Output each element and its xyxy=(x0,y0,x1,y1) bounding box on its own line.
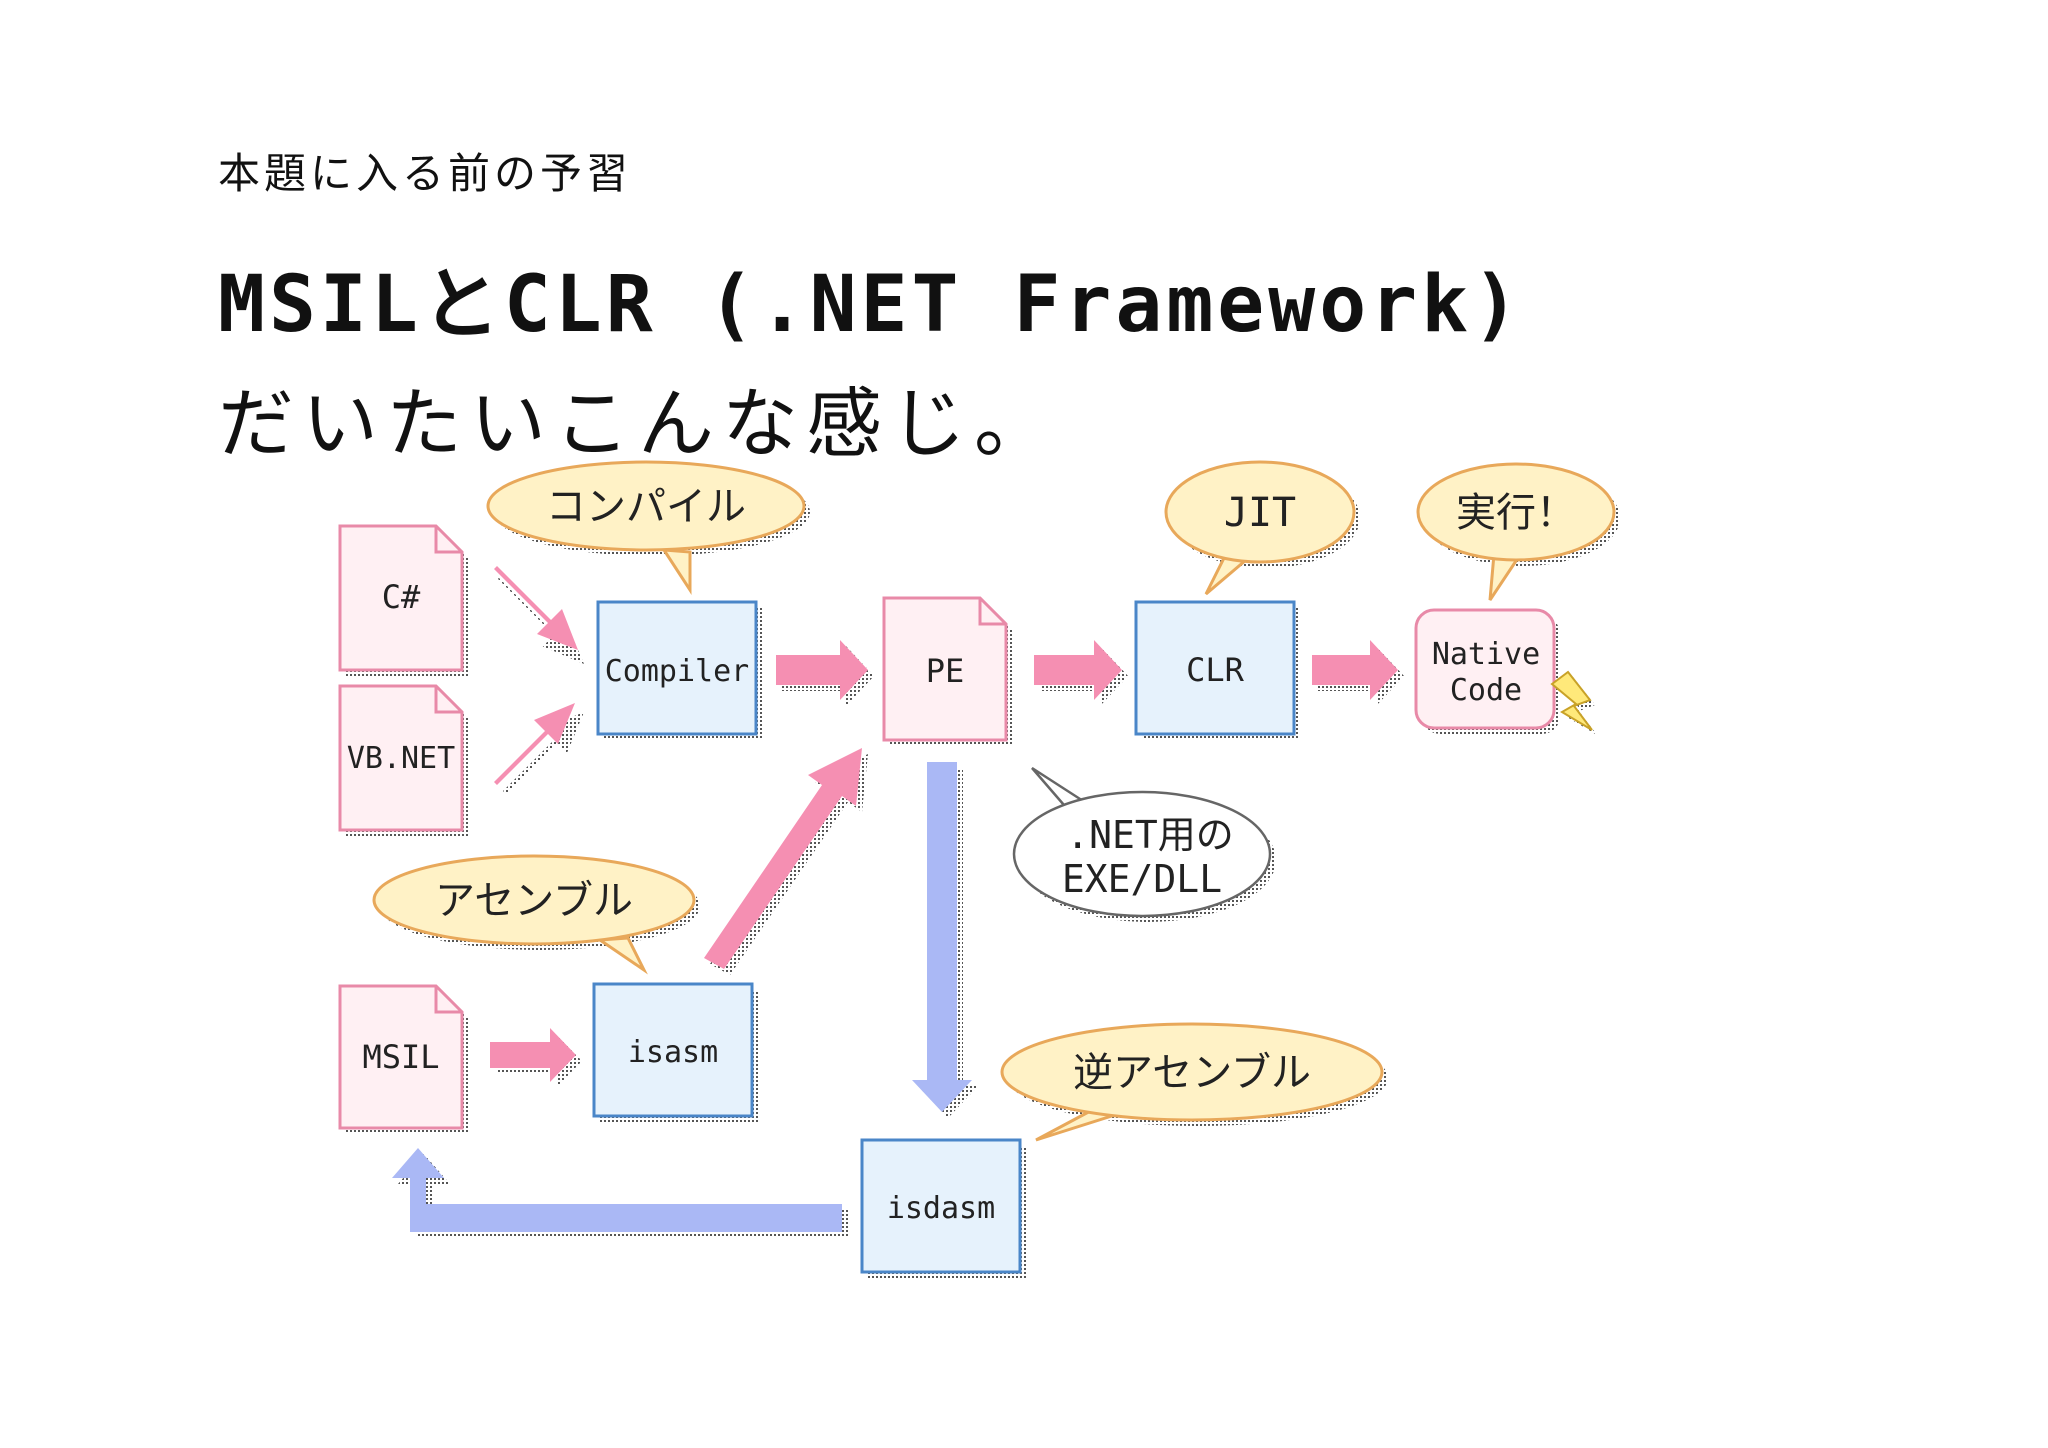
bubble-run: 実行！ xyxy=(1416,462,1620,601)
lightning-bolt-icon xyxy=(1550,670,1597,735)
box-isdasm: isdasm xyxy=(860,1138,1026,1278)
bubble-dotnet-line2: EXE/DLL xyxy=(1062,857,1222,901)
box-compiler: Compiler xyxy=(596,600,762,740)
doc-vbnet: VB.NET xyxy=(338,684,468,836)
bubble-compile: コンパイル xyxy=(486,460,810,596)
bubble-disassemble-text: 逆アセンブル xyxy=(1073,1050,1311,1096)
box-clr-label: CLR xyxy=(1186,651,1245,689)
box-native-code: Native Code xyxy=(1414,608,1560,734)
slide-subtitle: 本題に入る前の予習 xyxy=(218,149,633,198)
doc-msil: MSIL xyxy=(338,984,468,1134)
box-isasm: isasm xyxy=(592,982,758,1122)
arrow-msil-to-isasm xyxy=(490,1028,582,1088)
bubble-jit-text: JIT xyxy=(1224,490,1296,536)
native-code-line2: Code xyxy=(1450,673,1522,708)
arrow-clr-to-native xyxy=(1312,640,1404,706)
arrow-compiler-to-pe xyxy=(776,640,874,706)
arrow-isdasm-to-msil xyxy=(392,1148,848,1238)
doc-msil-label: MSIL xyxy=(362,1038,439,1076)
native-code-line1: Native xyxy=(1432,637,1540,672)
box-isdasm-label: isdasm xyxy=(887,1191,995,1226)
bubble-assemble-text: アセンブル xyxy=(435,878,633,924)
arrow-vbnet-to-compiler xyxy=(494,703,584,794)
arrow-pe-to-clr xyxy=(1034,640,1128,706)
doc-csharp-label: C# xyxy=(382,578,421,616)
doc-vbnet-label: VB.NET xyxy=(347,741,455,776)
box-compiler-label: Compiler xyxy=(605,654,750,689)
box-isasm-label: isasm xyxy=(628,1035,718,1070)
arrow-pe-to-isdasm xyxy=(912,762,978,1118)
arrow-csharp-to-compiler xyxy=(494,566,584,664)
doc-pe-label: PE xyxy=(926,652,965,690)
bubble-disassemble: 逆アセンブル xyxy=(1000,1022,1388,1142)
bubble-compile-text: コンパイル xyxy=(546,484,746,530)
bubble-assemble: アセンブル xyxy=(372,854,700,975)
bubble-dotnet-line1: .NET用の xyxy=(1066,813,1234,857)
doc-csharp: C# xyxy=(338,524,468,676)
arrow-isasm-to-pe xyxy=(704,748,868,975)
doc-pe: PE xyxy=(882,596,1012,746)
slide-title-line1: MSILとCLR (.NET Framework) xyxy=(218,260,1524,350)
box-clr: CLR xyxy=(1134,600,1300,740)
bubble-dotnet-exe: .NET用の EXE/DLL xyxy=(1012,766,1276,922)
slide-title-line2: だいたいこんな感じ。 xyxy=(218,379,1058,468)
bubble-run-text: 実行！ xyxy=(1456,490,1576,536)
bubble-jit: JIT xyxy=(1164,460,1360,596)
